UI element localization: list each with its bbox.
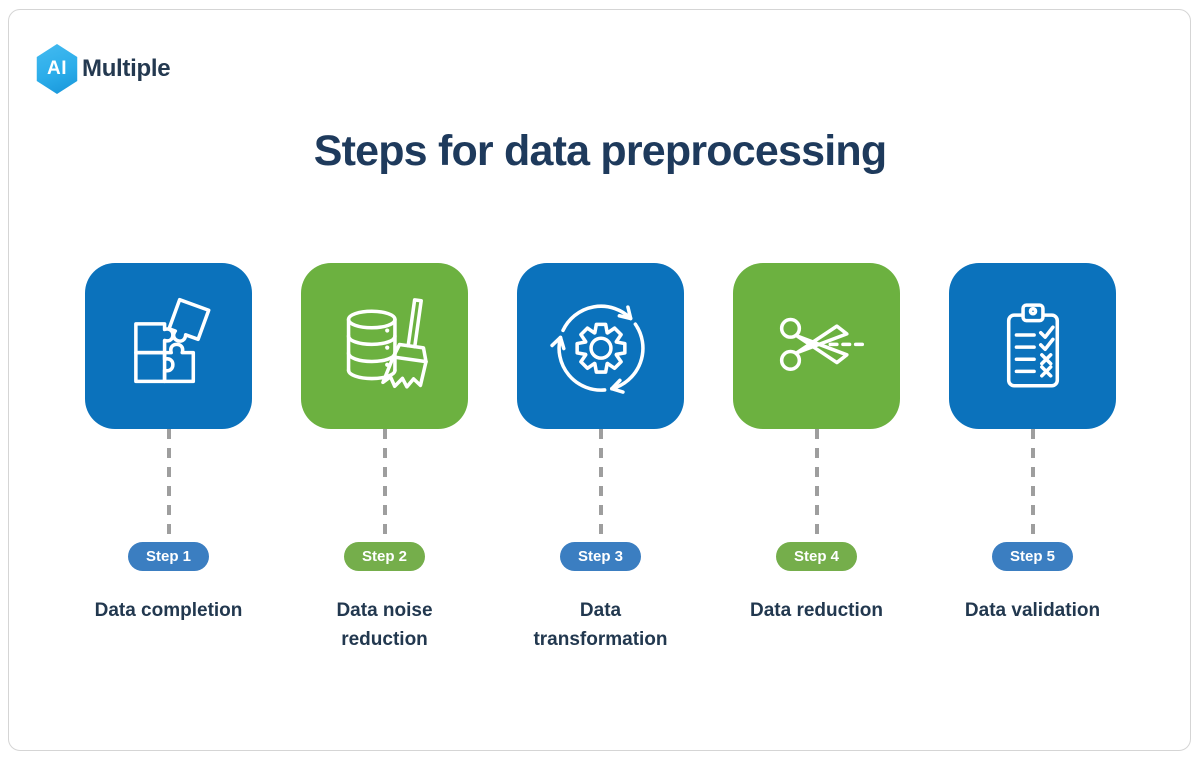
gear-cycle-icon	[549, 304, 645, 394]
step-label-2: Data noise reduction	[336, 600, 433, 650]
step-badge-5: Step 5	[991, 542, 1073, 571]
step-badge-3: Step 3	[559, 542, 641, 571]
step-column-4: Step 4 Data reduction	[733, 263, 900, 654]
step-card-2	[301, 263, 468, 429]
step-card-4	[733, 263, 900, 429]
step-label-4: Data reduction	[749, 600, 884, 621]
steps-row: Step 1 Data completion	[85, 263, 1116, 654]
connector-line-5	[1030, 429, 1035, 542]
aimultiple-logo: AI Multiple	[34, 44, 171, 94]
connector-line-1	[166, 429, 171, 542]
step-label-3: Data transformation	[533, 600, 668, 650]
database-broom-icon	[346, 298, 428, 389]
step-label-5: Data validation	[964, 600, 1101, 621]
step-column-5: Step 5 Data validation	[949, 263, 1116, 654]
connector-line-2	[382, 429, 387, 542]
logo-name: Multiple	[82, 55, 171, 82]
step-label-1: Data completion	[94, 600, 243, 621]
connector-line-4	[814, 429, 819, 542]
clipboard-checklist-icon	[1006, 303, 1059, 388]
step-badge-1: Step 1	[127, 542, 209, 571]
connector-line-3	[598, 429, 603, 542]
step-card-3	[517, 263, 684, 429]
logo-hexagon-icon: AI	[36, 44, 78, 94]
step-badge-4: Step 4	[775, 542, 857, 571]
step-column-3: Step 3 Data transformation	[517, 263, 684, 654]
step-card-1	[85, 263, 252, 429]
page-title: Steps for data preprocessing	[313, 127, 887, 175]
scissors-icon	[779, 317, 866, 371]
puzzle-icon	[133, 297, 210, 384]
step-card-5	[949, 263, 1116, 429]
step-column-1: Step 1 Data completion	[85, 263, 252, 654]
step-column-2: Step 2 Data noise reduction	[301, 263, 468, 654]
logo-badge-text: AI	[47, 58, 67, 79]
step-badge-2: Step 2	[343, 542, 425, 571]
